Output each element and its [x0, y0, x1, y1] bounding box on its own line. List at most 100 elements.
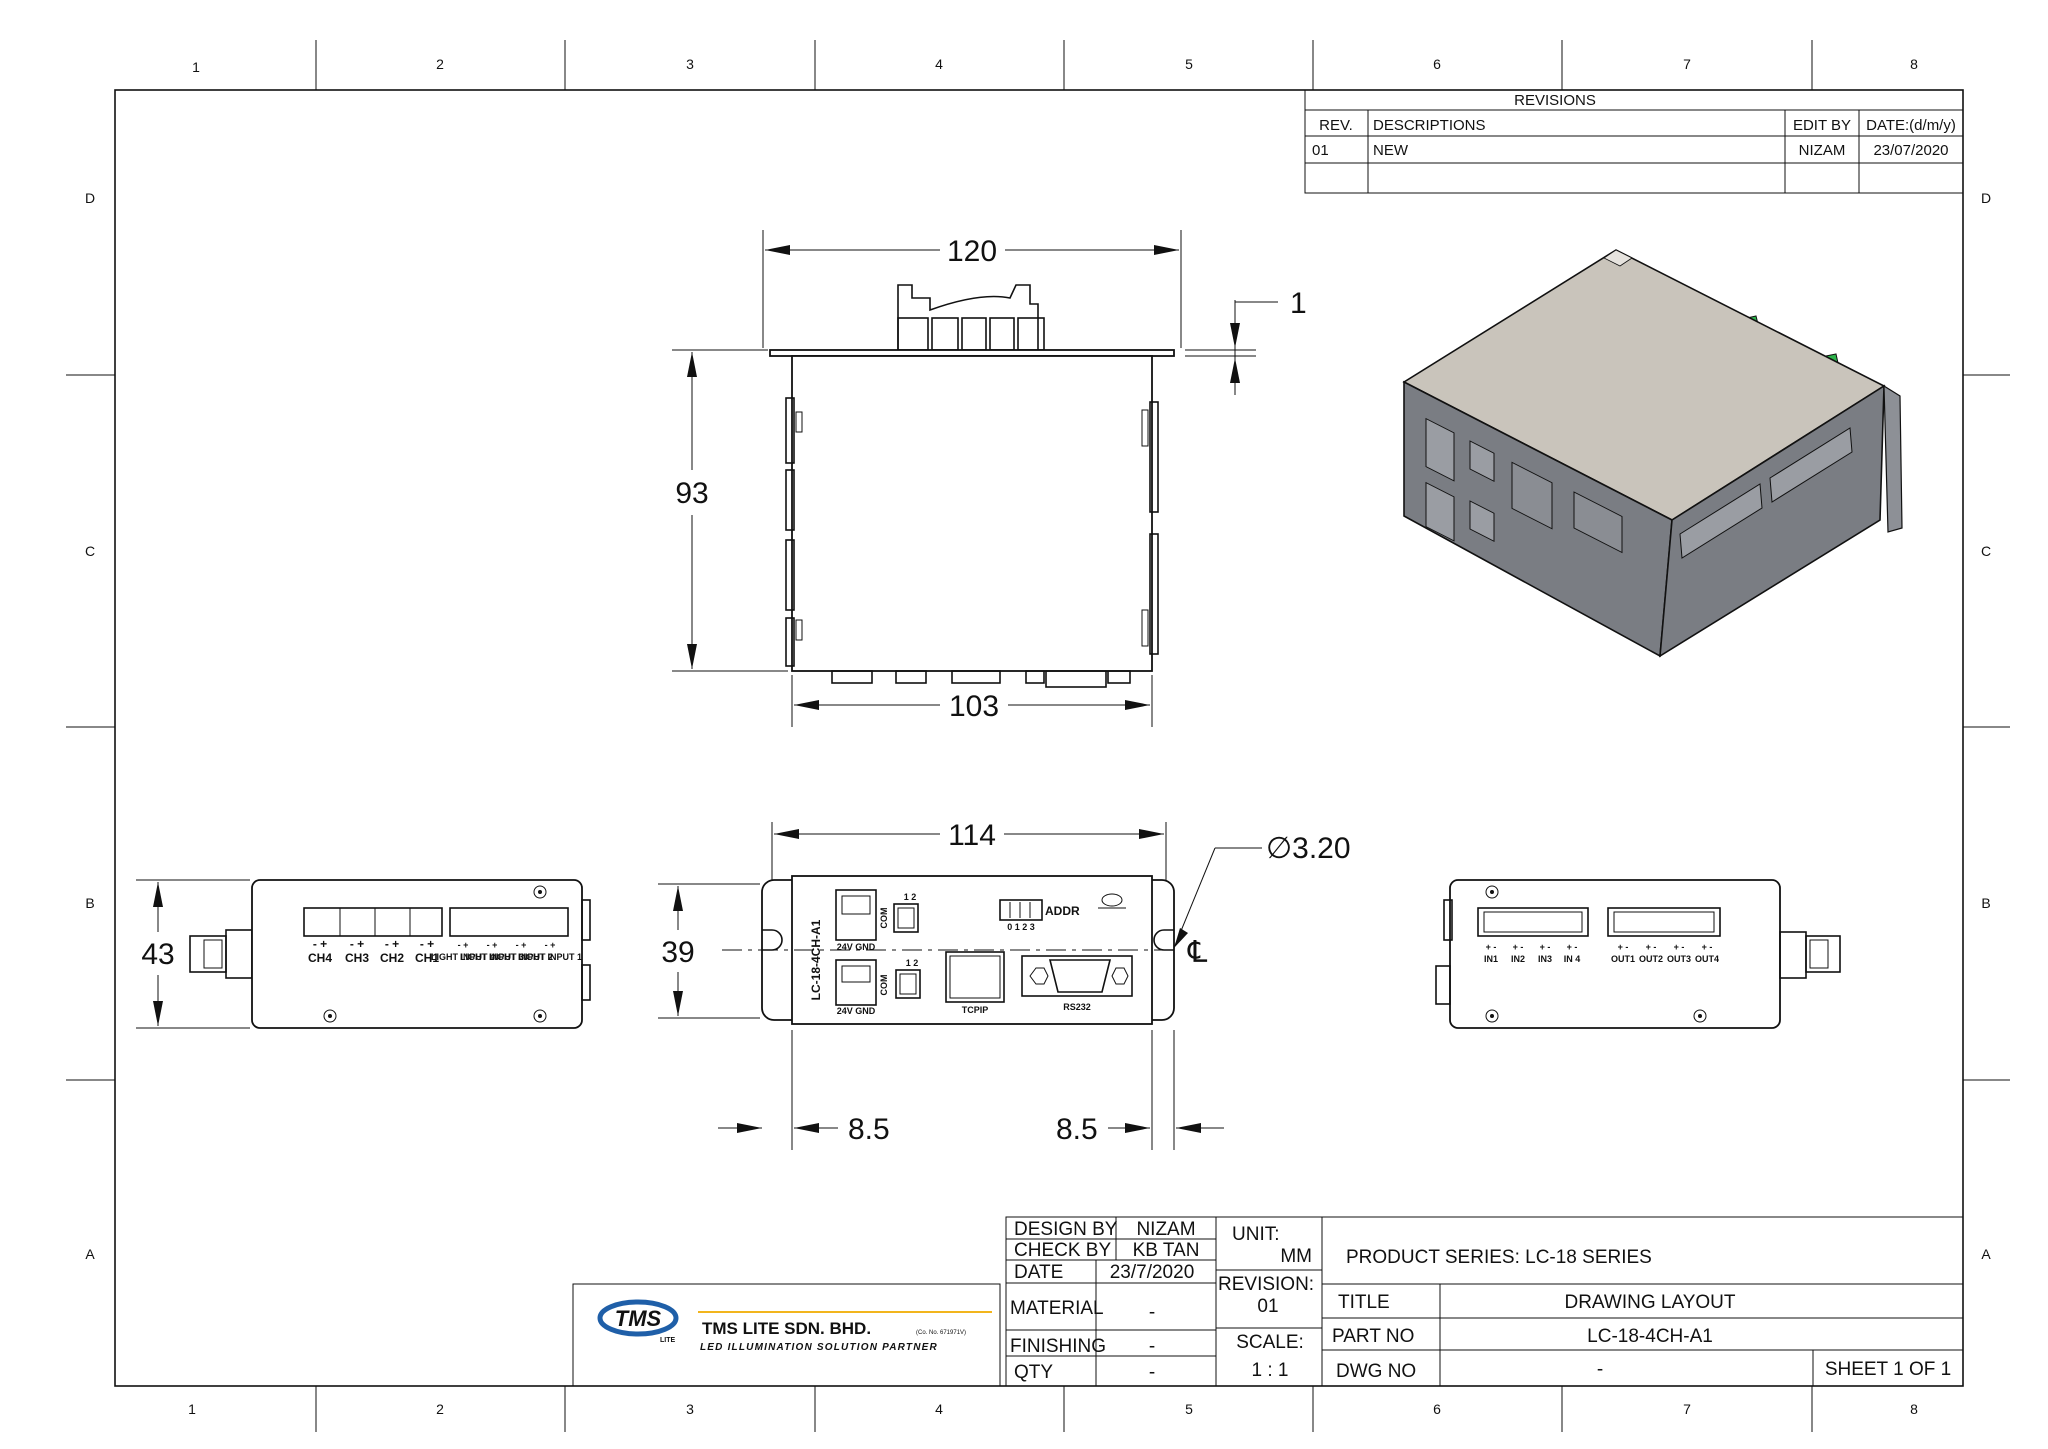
- front-model-label: LC-18-4CH-A1: [809, 919, 823, 1000]
- right-input-in3: IN3: [1538, 954, 1552, 964]
- material-value: -: [1149, 1302, 1155, 1323]
- left-input-polarity-2: - +: [487, 940, 498, 950]
- rev-row-1-date: 23/07/2020: [1873, 142, 1948, 159]
- check-by-label: CHECK BY: [1014, 1240, 1111, 1261]
- rev-row-1-rev: 01: [1312, 142, 1329, 159]
- tms-logo-text: TMS: [615, 1306, 662, 1331]
- right-polarity-2: + -: [1513, 942, 1524, 952]
- left-input-4: LIGHT INPUT 4: [431, 952, 495, 962]
- zone-row-b-right: B: [1981, 895, 1990, 911]
- dwg-no-value: -: [1597, 1359, 1603, 1380]
- company-name: TMS LITE SDN. BHD.: [702, 1319, 871, 1338]
- zone-col-8-bottom: 8: [1910, 1401, 1918, 1417]
- left-polarity-2: - +: [350, 937, 364, 951]
- revisions-table: REVISIONS REV. DESCRIPTIONS EDIT BY DATE…: [1304, 89, 1964, 194]
- zone-col-7-top: 7: [1683, 56, 1691, 72]
- design-by-value: NIZAM: [1136, 1219, 1195, 1240]
- zone-labels: 1 2 3 4 5 6 7 8 1 2 3 4 5 6 7 8 D C B A …: [85, 56, 1991, 1417]
- zone-col-4-bottom: 4: [935, 1401, 943, 1417]
- right-out-polarity-4: + -: [1702, 942, 1713, 952]
- dim-front-width: 114: [948, 819, 996, 852]
- part-no-value: LC-18-4CH-A1: [1587, 1326, 1713, 1347]
- dim-side-height: 43: [141, 938, 174, 971]
- zone-col-8-top: 8: [1910, 56, 1918, 72]
- scale-value: 1 : 1: [1252, 1360, 1289, 1381]
- dim-right-offset: 8.5: [1056, 1113, 1098, 1146]
- top-view: [769, 284, 1175, 688]
- descriptions-header: DESCRIPTIONS: [1373, 117, 1486, 134]
- right-output-out3: OUT3: [1667, 954, 1691, 964]
- right-input-in4: IN 4: [1564, 954, 1581, 964]
- sheet-value: SHEET 1 OF 1: [1825, 1359, 1951, 1380]
- company-reg: (Co. No. 671971V): [916, 1330, 966, 1336]
- dwg-no-label: DWG NO: [1336, 1361, 1416, 1382]
- right-input-in1: IN1: [1484, 954, 1498, 964]
- left-polarity-4: - +: [420, 937, 434, 951]
- dim-left-offset: 8.5: [848, 1113, 890, 1146]
- rev-row-1-editby: NIZAM: [1799, 142, 1846, 159]
- title-value: DRAWING LAYOUT: [1564, 1292, 1735, 1313]
- zone-row-d-right: D: [1981, 190, 1991, 206]
- dim-body-width: 103: [949, 690, 999, 723]
- right-output-out1: OUT1: [1611, 954, 1635, 964]
- zone-col-4-top: 4: [935, 56, 943, 72]
- left-polarity-3: - +: [385, 937, 399, 951]
- left-channel-ch1: CH1: [415, 951, 439, 965]
- right-out-polarity-3: + -: [1674, 942, 1685, 952]
- finishing-label: FINISHING: [1010, 1336, 1106, 1357]
- scale-label: SCALE:: [1236, 1332, 1304, 1353]
- unit-value: MM: [1280, 1246, 1312, 1267]
- front-addr-label: ADDR: [1045, 904, 1080, 918]
- isometric-view: [1402, 249, 1903, 658]
- company-tagline: LED ILLUMINATION SOLUTION PARTNER: [700, 1342, 938, 1353]
- dim-front-height: 39: [661, 936, 694, 969]
- qty-value: -: [1149, 1362, 1155, 1383]
- dimension-1: 1: [1185, 287, 1307, 395]
- title-label: TITLE: [1338, 1292, 1390, 1313]
- revision-label: REVISION:: [1218, 1274, 1314, 1295]
- zone-col-2-bottom: 2: [436, 1401, 444, 1417]
- front-view: LC-18-4CH-A1 24V GND 24V GND COM 1 2 COM…: [722, 875, 1180, 1025]
- front-switch-label-2: 1 2: [906, 958, 919, 968]
- dimension-43: 43: [136, 879, 250, 1029]
- qty-label: QTY: [1014, 1362, 1053, 1383]
- dim-height: 93: [675, 477, 708, 510]
- company-logo-block: TMS LITE TMS LITE SDN. BHD. (Co. No. 671…: [572, 1283, 1001, 1387]
- front-addr-numbers: 0 1 2 3: [1007, 922, 1035, 932]
- zone-col-3-top: 3: [686, 56, 694, 72]
- zone-col-1-bottom: 1: [188, 1401, 196, 1417]
- right-out-polarity-1: + -: [1618, 942, 1629, 952]
- right-polarity-3: + -: [1540, 942, 1551, 952]
- check-by-value: KB TAN: [1133, 1240, 1200, 1261]
- right-side-view: + - + - + - + - IN1 IN2 IN3 IN 4 + - + -…: [1435, 879, 1841, 1029]
- front-rs232-label: RS232: [1063, 1002, 1091, 1012]
- rev-header: REV.: [1319, 117, 1353, 134]
- left-side-view: - + - + - + - + CH4 CH3 CH2 CH1 - + - + …: [189, 879, 591, 1029]
- date-value: 23/7/2020: [1110, 1262, 1195, 1283]
- product-series: PRODUCT SERIES: LC-18 SERIES: [1346, 1247, 1652, 1268]
- centerline-symbol: ℄: [1187, 936, 1208, 969]
- dimension-120: 120: [762, 230, 1182, 348]
- front-power-label-1: 24V GND: [837, 942, 876, 952]
- zone-col-5-top: 5: [1185, 56, 1193, 72]
- zone-row-a-left: A: [85, 1246, 95, 1262]
- dimension-114: 114: [771, 819, 1167, 880]
- zone-row-b-left: B: [85, 895, 94, 911]
- dimension-39: 39: [658, 883, 760, 1019]
- right-polarity-4: + -: [1567, 942, 1578, 952]
- dimension-93: 93: [672, 349, 788, 672]
- left-input-polarity-3: - +: [516, 940, 527, 950]
- zone-col-3-bottom: 3: [686, 1401, 694, 1417]
- zone-col-6-top: 6: [1433, 56, 1441, 72]
- edit-by-header: EDIT BY: [1793, 117, 1851, 134]
- zone-row-d-left: D: [85, 190, 95, 206]
- zone-col-1-top: 1: [192, 59, 200, 75]
- date-label: DATE: [1014, 1262, 1063, 1283]
- tms-logo-sub: LITE: [660, 1337, 675, 1344]
- right-input-in2: IN2: [1511, 954, 1525, 964]
- unit-label: UNIT:: [1232, 1224, 1280, 1245]
- revisions-title: REVISIONS: [1514, 92, 1596, 109]
- title-block: DESIGN BY NIZAM CHECK BY KB TAN DATE 23/…: [1005, 1216, 1964, 1387]
- right-output-out2: OUT2: [1639, 954, 1663, 964]
